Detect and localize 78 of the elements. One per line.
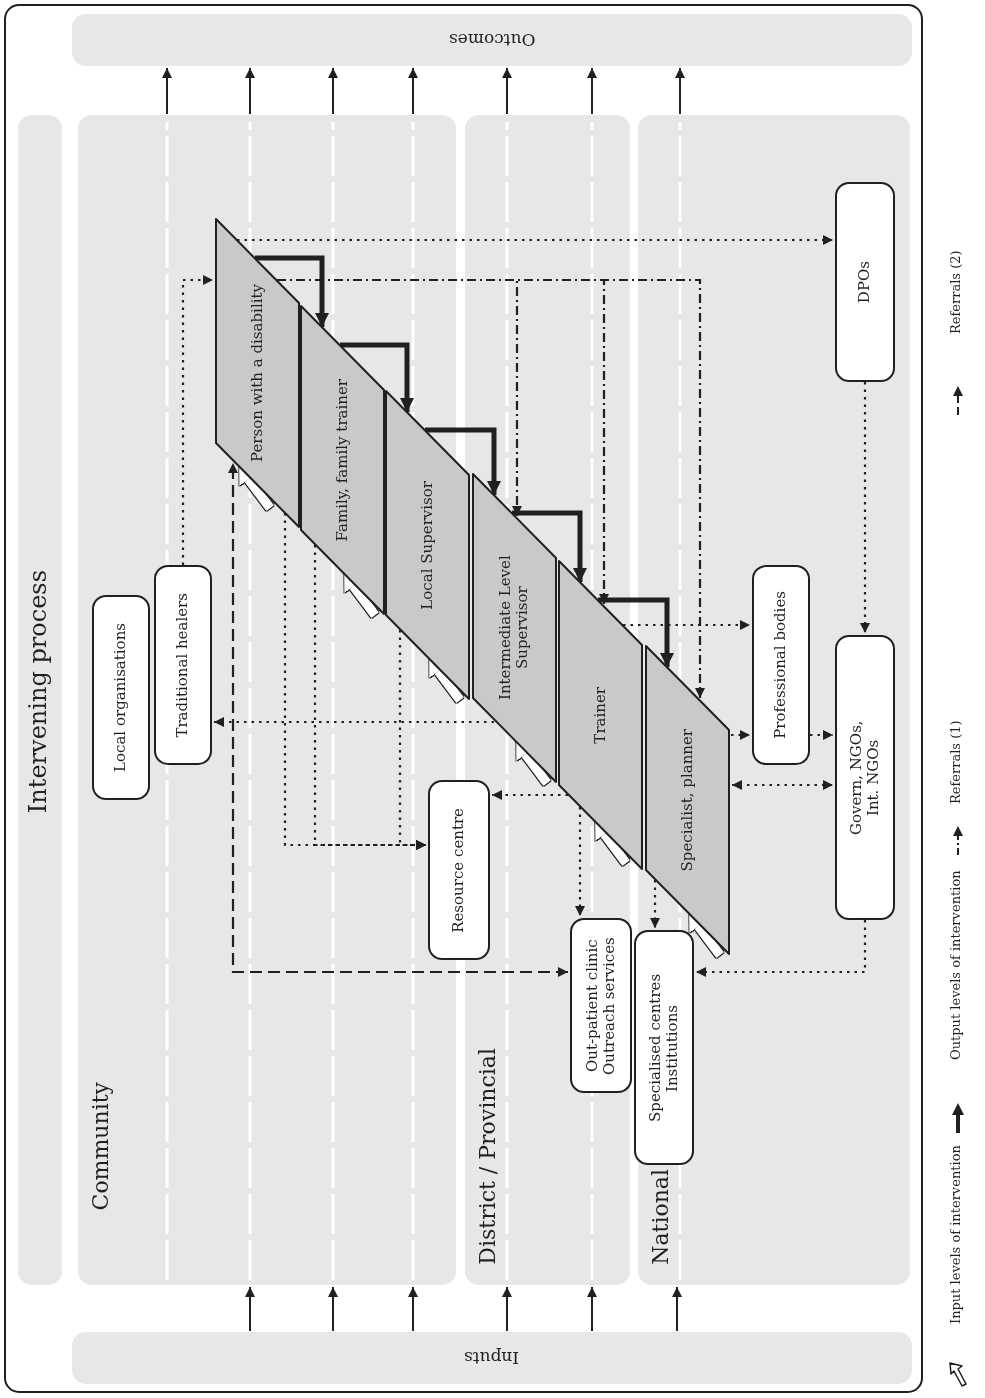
dotted-arrow [623,620,750,630]
node-label: Person with a disability [248,284,267,462]
thick-arrow [598,597,674,667]
node-label: Trainer [591,686,610,744]
thick-arrow [512,510,587,582]
arrow [675,67,685,115]
arrow [245,1286,255,1332]
node-label: Intermediate Level Supervisor [497,554,532,703]
band-label: Inputs [464,1348,520,1368]
band-label: Outcomes [448,30,536,50]
dotted-arrow [575,807,585,916]
hollow-arrow [689,914,724,958]
rounded-box [570,918,632,1093]
node-label: Local organisations [112,623,130,772]
dotted-arrow [237,235,833,245]
dashed-arrow [228,463,568,977]
thick-arrow [425,427,501,495]
node-label: Local Supervisor [418,480,437,610]
rounded-box [92,595,150,800]
dotted-arrow [398,630,426,850]
parallelogram-node [385,390,470,700]
dotted-arrow [214,717,494,727]
rounded-box [154,565,212,765]
legend-label: Output levels of intervention [948,870,963,1062]
node-label: Specialist, planner [678,728,697,872]
node-label: Resource centre [450,807,468,933]
arrow [408,1286,418,1332]
parallelogram-node [645,645,730,955]
dotted-arrow [810,730,833,740]
arrow [587,1286,597,1332]
legend-label: Input levels of intervention [948,1145,963,1326]
dotted-arrow [650,880,660,928]
panel-title: National [648,1169,673,1265]
parallelogram-node [300,305,385,615]
rounded-box [835,182,895,382]
arrow [245,67,255,115]
rounded-box [752,565,810,765]
node-label: Family, family trainer [333,378,352,542]
rounded-box [835,635,895,920]
thick-arrow [340,342,414,412]
node-label: DPOs [856,260,874,304]
node-label: Specialised centres Institutions [646,972,682,1123]
parallelogram-node [558,560,643,870]
hollow-arrow [595,822,630,866]
header-band [72,14,912,66]
hollow-arrow [344,574,379,618]
arrow [502,1286,512,1332]
rounded-box [634,930,694,1165]
arrow [162,67,172,115]
arrow [408,67,418,115]
arrow [587,67,597,115]
header-band [72,1332,912,1384]
dotted-arrow [860,382,870,633]
arrow [328,1286,338,1332]
node-label: Out-patient clinic Outreach services [583,935,619,1077]
legend-label: Referrals (2) [948,250,963,336]
dotted-arrow [696,920,867,977]
dotted-arrow [492,790,568,800]
arrow [328,67,338,115]
hollow-arrow [516,742,551,786]
node-label: Professional bodies [772,591,790,739]
legend-label: Referrals (1) [948,720,963,806]
rounded-box [428,780,490,960]
hollow-arrow [239,467,274,511]
dotted-arrow [181,275,213,565]
dotted-arrow [732,780,833,790]
parallelogram-node [215,218,300,528]
dotted-arrow [731,730,750,740]
arrow [672,1286,682,1332]
node-label: Traditional healers [174,592,192,738]
panel-title: District / Provincial [475,1048,500,1265]
panel-title: Community [88,1081,113,1210]
parallelogram-node [472,473,557,783]
arrow [502,67,512,115]
thick-arrow [255,255,329,327]
node-label: Govern, NGOs, Int. NGOs [847,719,883,837]
side-band [18,115,62,1285]
panel-title: Intervening process [24,570,52,814]
